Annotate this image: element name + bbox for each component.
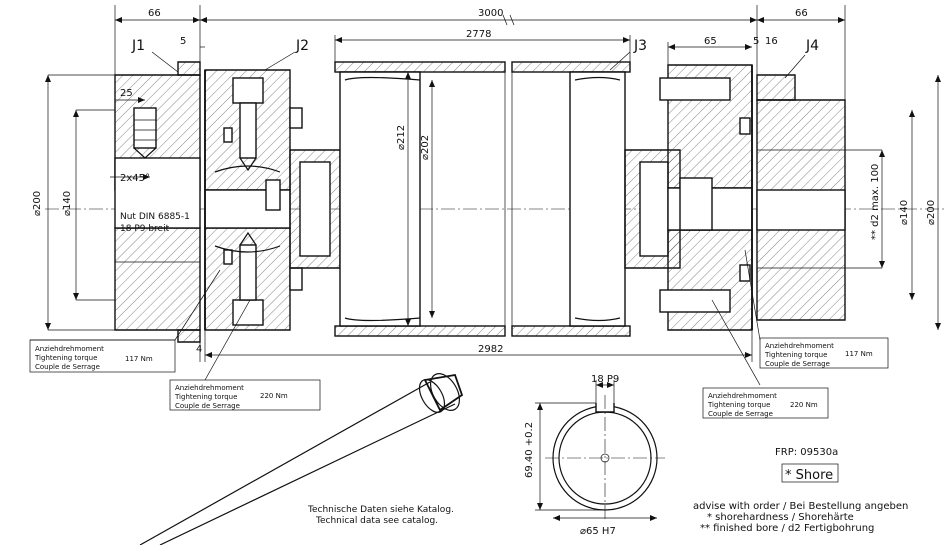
torque-box-4-en: Tightening torque bbox=[707, 401, 770, 409]
torque-box-2-de: Anziehdrehmoment bbox=[175, 384, 244, 392]
torque-box-4-fr: Couple de Serrage bbox=[708, 410, 773, 418]
dim-left-offset: 66 bbox=[148, 8, 161, 19]
bottom-dimension-lines bbox=[199, 330, 753, 362]
dim-total-length: 3000 bbox=[478, 8, 503, 19]
dim-chamfer: 2x45° bbox=[120, 173, 150, 184]
torque-box-2-value: 220 Nm bbox=[260, 392, 288, 400]
torque-box-3-fr: Couple de Serrage bbox=[765, 360, 830, 368]
torque-box-1-fr: Couple de Serrage bbox=[35, 363, 100, 371]
dim-between-flanges: 2982 bbox=[478, 344, 503, 355]
top-dimension-lines bbox=[114, 5, 846, 103]
dim-keyway-width: 18 P9 bbox=[591, 374, 619, 385]
joint-label-j4: J4 bbox=[805, 38, 819, 54]
torque-box-4-de: Anziehdrehmoment bbox=[708, 392, 777, 400]
dim-gap-left: 5 bbox=[180, 36, 186, 47]
dim-tube-inner-dia: ⌀202 bbox=[420, 135, 431, 160]
isometric-coupling-sketch bbox=[139, 373, 464, 545]
torque-box-3-value: 117 Nm bbox=[845, 350, 873, 358]
dim-tube-length: 2778 bbox=[466, 29, 491, 40]
torque-box-4 bbox=[702, 387, 829, 419]
shore-label: * Shore bbox=[785, 468, 833, 483]
right-hub-j4 bbox=[756, 74, 846, 321]
torque-box-1 bbox=[29, 339, 176, 373]
torque-box-3-en: Tightening torque bbox=[764, 351, 827, 359]
diameter-dimension-lines bbox=[45, 72, 941, 331]
dim-bore-tolerance: ⌀65 H7 bbox=[580, 526, 616, 537]
torque-box-1-value: 117 Nm bbox=[125, 355, 153, 363]
torque-box-1-de: Anziehdrehmoment bbox=[35, 345, 104, 353]
left-clamp-ring-j2 bbox=[204, 69, 303, 331]
frp-code: FRP: 09530a bbox=[775, 447, 838, 458]
dim-bore-dia-right: ⌀140 bbox=[899, 200, 910, 225]
order-note-line2: * shorehardness / Shorehärte bbox=[707, 512, 854, 523]
dim-hub-dia-right: ⌀200 bbox=[926, 200, 937, 225]
torque-box-4-value: 220 Nm bbox=[790, 401, 818, 409]
order-note-line3: ** finished bore / d2 Fertigbohrung bbox=[700, 523, 874, 534]
torque-box-3 bbox=[759, 337, 889, 369]
dim-tube-outer-dia: ⌀212 bbox=[396, 125, 407, 150]
torque-box-3-de: Anziehdrehmoment bbox=[765, 342, 834, 350]
keyway-note-line1: Nut DIN 6885-1 bbox=[120, 212, 190, 222]
technical-note-line2: Technical data see catalog. bbox=[315, 516, 438, 526]
technical-note-line1: Technische Daten siehe Katalog. bbox=[307, 505, 454, 515]
tube-right-section bbox=[511, 61, 631, 337]
torque-box-2 bbox=[169, 379, 321, 411]
dim-right-offset: 66 bbox=[795, 8, 808, 19]
torque-box-2-fr: Couple de Serrage bbox=[175, 402, 240, 410]
dim-hub-length-right: 65 bbox=[704, 36, 717, 47]
right-clamp-ring-j3 bbox=[659, 64, 753, 331]
joint-label-j2: J2 bbox=[295, 38, 309, 54]
dim-gap-bottom: 4 bbox=[196, 344, 202, 355]
dim-chamfer-width: 25 bbox=[120, 88, 133, 99]
dim-hub-dia-left: ⌀200 bbox=[32, 191, 43, 216]
order-note-line1: advise with order / Bei Bestellung angeb… bbox=[693, 501, 908, 512]
tube-left-section bbox=[334, 61, 506, 337]
dim-gap-right-b: 16 bbox=[765, 36, 778, 47]
dim-bore-note-right: ** d2 max. 100 bbox=[870, 164, 881, 240]
shore-box-frame bbox=[781, 463, 839, 483]
joint-label-j1: J1 bbox=[131, 38, 145, 54]
dim-bore-dia-left: ⌀140 bbox=[62, 191, 73, 216]
torque-box-1-en: Tightening torque bbox=[34, 354, 97, 362]
dim-keyway-depth: 69.40 +0.2 bbox=[524, 422, 535, 478]
keyway-note-line2: 18 P9 breit bbox=[120, 224, 170, 234]
torque-box-2-en: Tightening torque bbox=[174, 393, 237, 401]
left-hub-j1 bbox=[114, 61, 201, 343]
keyway-section-view bbox=[535, 380, 665, 521]
left-shaft-stub bbox=[289, 149, 341, 269]
joint-label-j3: J3 bbox=[633, 38, 647, 54]
dim-gap-right-a: 5 bbox=[753, 36, 759, 47]
